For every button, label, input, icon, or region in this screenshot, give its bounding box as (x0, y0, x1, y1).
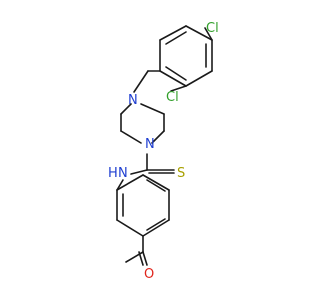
chemical-bond (185, 70, 213, 87)
chemical-bond (170, 85, 187, 92)
atom-labels: Cl Cl N N S N H O (108, 21, 219, 282)
chemical-bond (159, 70, 187, 87)
chemical-bond (204, 27, 213, 41)
nitrogen-atom-label: N (118, 166, 128, 181)
chemical-bond (142, 174, 170, 191)
molecule-structure: Cl Cl N N S N H O (108, 21, 219, 282)
chemical-bond (130, 169, 148, 175)
hydrogen-atom-label: H (108, 166, 118, 181)
chemical-bond (165, 66, 187, 81)
chemical-bond (120, 103, 132, 115)
chemical-bond (185, 25, 213, 41)
sulfur-atom-label: S (177, 166, 185, 181)
chemical-bond (116, 219, 144, 237)
chemical-bond (146, 179, 166, 192)
chemical-bond (133, 70, 149, 93)
oxygen-atom-label: O (144, 267, 154, 282)
nitrogen-atom-label: N (128, 93, 138, 108)
chemical-bond (151, 130, 165, 144)
chemical-bond (159, 25, 187, 41)
chemical-bond (142, 219, 170, 237)
chlorine-atom-label: Cl (206, 21, 219, 36)
bond-layer (116, 25, 213, 266)
nitrogen-atom-label: N (145, 137, 155, 152)
chemical-bond (120, 130, 142, 144)
chemical-bond (165, 31, 187, 45)
chemical-bond (142, 251, 148, 266)
chemical-bond (116, 174, 144, 191)
chlorine-atom-label: Cl (166, 90, 179, 105)
chemical-bond (140, 103, 165, 115)
chemical-bond (138, 251, 144, 266)
chemical-bond (146, 218, 166, 231)
chemical-bond (116, 179, 124, 191)
